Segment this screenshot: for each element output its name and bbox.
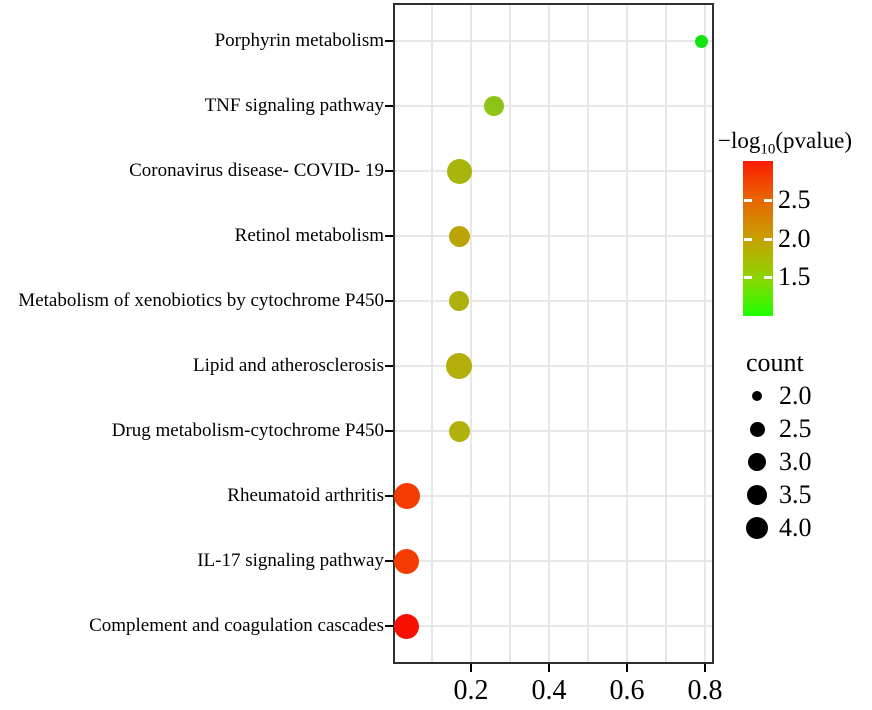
y-axis-label: Complement and coagulation cascades: [89, 615, 384, 636]
colorbar-tick-left: [744, 198, 752, 202]
gridline-horizontal: [395, 625, 712, 627]
y-axis-tick: [385, 495, 393, 497]
data-point: [446, 353, 473, 379]
gridline-vertical: [470, 5, 472, 662]
data-point: [694, 34, 708, 48]
y-axis-label: TNF signaling pathway: [204, 95, 384, 116]
y-axis-label: IL-17 signaling pathway: [197, 550, 384, 571]
data-point: [394, 548, 420, 574]
gridline-horizontal: [395, 560, 712, 562]
count-legend-dot: [746, 517, 768, 539]
y-axis-label: Coronavirus disease- COVID- 19: [129, 160, 384, 181]
x-axis-tick: [626, 664, 628, 672]
x-axis-tick-label: 0.4: [531, 675, 567, 706]
colorbar-tick-right: [764, 276, 772, 280]
x-axis-tick: [548, 664, 550, 672]
color-legend-title-rest: (pvalue): [775, 128, 853, 153]
gridline-vertical: [626, 5, 628, 662]
gridline-horizontal: [395, 105, 712, 107]
data-point: [446, 158, 472, 184]
y-axis-tick: [385, 625, 393, 627]
gridline-horizontal: [395, 40, 712, 42]
color-legend-title-sub: 10: [760, 141, 776, 158]
count-legend-dot: [747, 485, 767, 505]
data-point: [484, 96, 505, 116]
x-axis-tick-label: 0.8: [687, 675, 723, 706]
data-point: [448, 225, 470, 247]
gridline-vertical: [665, 5, 667, 662]
count-legend-label: 2.5: [779, 414, 812, 443]
count-legend-label: 3.5: [779, 480, 812, 509]
gridline-horizontal: [395, 495, 712, 497]
count-legend-dot: [748, 453, 766, 471]
colorbar-tick-label: 2.0: [778, 223, 811, 253]
gridline-vertical: [431, 5, 433, 662]
y-axis-label: Porphyrin metabolism: [214, 30, 384, 51]
count-legend-label: 3.0: [779, 447, 812, 476]
y-axis-label: Metabolism of xenobiotics by cytochrome …: [18, 290, 384, 311]
y-axis-tick: [385, 170, 393, 172]
plot-panel: [393, 3, 714, 664]
data-point: [393, 483, 420, 509]
data-point: [448, 420, 470, 442]
y-axis-label: Retinol metabolism: [234, 225, 384, 246]
count-legend-label: 4.0: [779, 513, 812, 542]
y-axis-tick: [385, 365, 393, 367]
gridline-horizontal: [395, 235, 712, 237]
y-axis-label: Rheumatoid arthritis: [227, 485, 384, 506]
gridline-vertical: [509, 5, 511, 662]
x-axis-tick-label: 0.2: [453, 675, 489, 706]
size-legend-title: count: [746, 348, 804, 377]
data-point: [449, 291, 470, 311]
data-point: [394, 613, 420, 639]
colorbar-tick-left: [744, 237, 752, 241]
y-axis-tick: [385, 235, 393, 237]
y-axis-tick: [385, 105, 393, 107]
colorbar-tick-right: [764, 237, 772, 241]
gridline-horizontal: [395, 300, 712, 302]
x-axis-tick-label: 0.6: [609, 675, 645, 706]
gridline-horizontal: [395, 365, 712, 367]
count-legend-dot: [749, 421, 765, 437]
gridline-horizontal: [395, 170, 712, 172]
color-legend-title: −log10(pvalue): [718, 128, 852, 159]
colorbar-tick-left: [744, 276, 752, 280]
y-axis-tick: [385, 40, 393, 42]
y-axis-label: Lipid and atherosclerosis: [192, 355, 384, 376]
colorbar-tick-label: 2.5: [778, 184, 811, 214]
x-axis-tick: [704, 664, 706, 672]
color-legend-title-minuslog: −log: [718, 128, 761, 153]
y-axis-tick: [385, 300, 393, 302]
colorbar-tick-label: 1.5: [778, 262, 811, 292]
colorbar-tick-right: [764, 198, 772, 202]
count-legend-dot: [752, 391, 762, 401]
count-legend-label: 2.0: [779, 381, 812, 410]
gridline-vertical: [587, 5, 589, 662]
gridline-vertical: [548, 5, 550, 662]
gridline-vertical: [704, 5, 706, 662]
x-axis-tick: [470, 664, 472, 672]
y-axis-tick: [385, 560, 393, 562]
y-axis-label: Drug metabolism-cytochrome P450: [111, 420, 384, 441]
gridline-horizontal: [395, 430, 712, 432]
y-axis-tick: [385, 430, 393, 432]
